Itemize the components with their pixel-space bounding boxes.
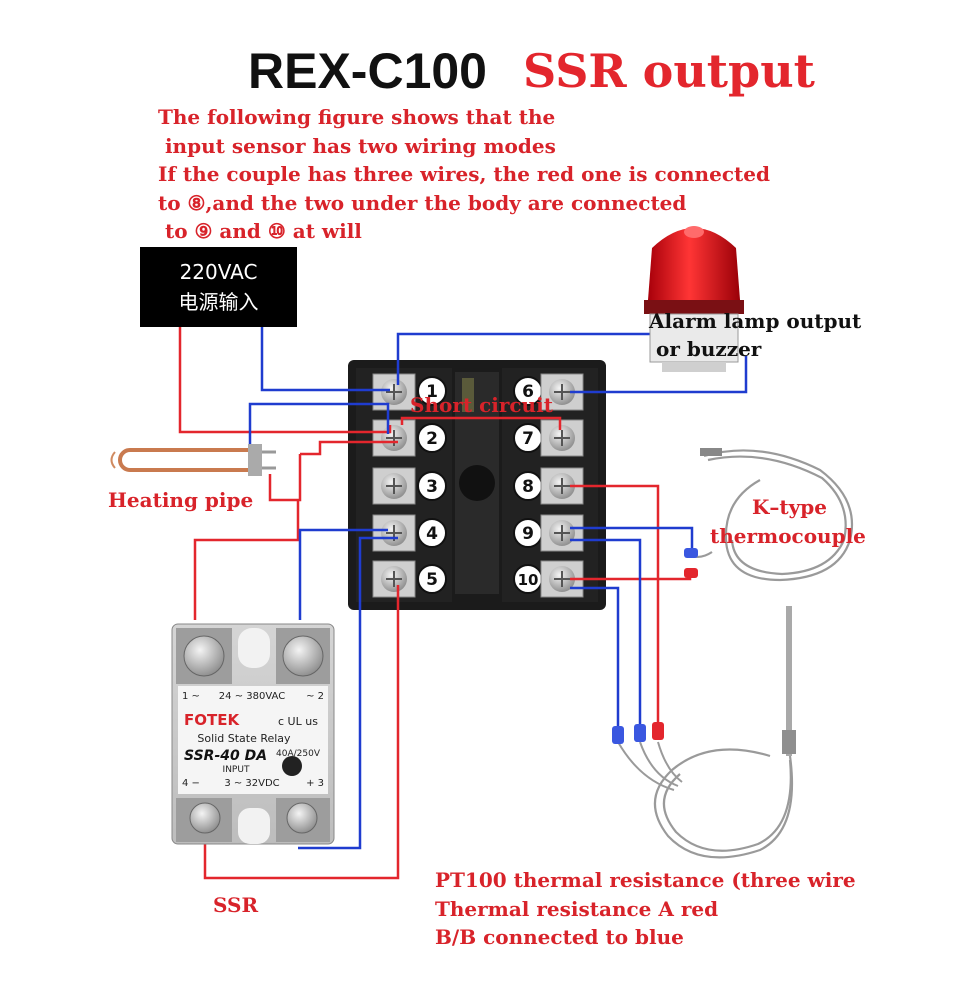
ssr-label: SSR — [213, 893, 259, 917]
k-type-label-line-1: K–type — [752, 495, 827, 519]
pt100-blue-wire-a — [570, 538, 642, 728]
terminal-number-4: 4 — [426, 524, 438, 544]
power-voltage: 220VAC — [179, 260, 258, 284]
pt100-blue-wire-b — [570, 586, 620, 728]
terminal-number-1: 1 — [426, 382, 438, 402]
alarm-return-wire — [570, 356, 748, 394]
ssr-minus-wire — [203, 585, 400, 880]
relay-terminal-1: 1 ~ — [182, 691, 200, 702]
note-line-3: If the couple has three wires, the red o… — [158, 162, 770, 186]
relay-terminal-3: + 3 — [306, 778, 324, 789]
alarm-blue-wire — [396, 332, 660, 385]
alarm-lamp — [644, 226, 744, 372]
pt100-label-line-2: Thermal resistance A red — [435, 897, 719, 921]
relay-rating: 40A/250V — [276, 749, 321, 759]
terminal-6[interactable] — [513, 373, 584, 411]
heater-red-wire — [268, 454, 302, 502]
relay-cert: c UL us — [278, 715, 318, 728]
blue-wires — [248, 327, 748, 850]
left-terminal-block — [372, 373, 447, 598]
terminal-number-9: 9 — [522, 524, 534, 544]
terminal-number-6: 6 — [522, 382, 534, 402]
terminal-number-2: 2 — [426, 429, 438, 449]
short-circuit-label: Short circuit — [410, 393, 553, 417]
terminal-number-3: 3 — [426, 477, 438, 497]
terminal-7[interactable] — [513, 419, 584, 457]
pt100-label-line-3: B/B connected to blue — [435, 925, 684, 949]
relay-dc-range: 3 ~ 32VDC — [224, 778, 279, 789]
alarm-label-line-1: Alarm lamp output — [649, 309, 862, 333]
k-type-thermocouple — [684, 448, 854, 582]
note-line-4: to ⑧,and the two under the body are conn… — [158, 190, 687, 215]
note-line-5: to ⑨ and ⑩ at will — [158, 219, 362, 243]
relay-terminal-2: ~ 2 — [306, 691, 324, 702]
heater-link-wire — [300, 440, 398, 456]
note-line-1: The following figure shows that the — [158, 105, 556, 129]
ssr-relay: 1 ~ 24 ~ 380VAC ~ 2 FOTEK c UL us Solid … — [171, 623, 335, 845]
title-model: REX-C100 — [248, 43, 487, 99]
terminal-number-10: 10 — [518, 571, 539, 589]
pt100-red-wire — [570, 484, 660, 728]
wiring-note: The following figure shows that the inpu… — [158, 103, 770, 246]
alarm-label-line-2: or buzzer — [656, 337, 762, 361]
terminal-4[interactable] — [372, 514, 447, 552]
terminal-3[interactable] — [372, 467, 447, 505]
power-red-wire — [178, 327, 392, 434]
note-line-2: input sensor has two wiring modes — [158, 133, 556, 158]
heater-blue-wire — [248, 402, 390, 450]
ssr-blue-wire — [298, 528, 388, 620]
terminal-1[interactable] — [372, 373, 447, 411]
short-circuit-wire — [400, 416, 562, 430]
relay-input-label: INPUT — [223, 765, 250, 775]
terminal-number-5: 5 — [426, 570, 438, 590]
terminal-8[interactable] — [513, 467, 584, 505]
right-terminal-block — [513, 373, 584, 598]
k-type-label-line-2: thermocouple — [710, 524, 866, 548]
relay-terminal-4: 4 − — [182, 778, 200, 789]
relay-ac-range: 24 ~ 380VAC — [219, 691, 285, 702]
power-blue-wire — [260, 327, 390, 392]
terminal-10[interactable] — [513, 560, 584, 598]
relay-model: SSR-40 DA — [184, 748, 267, 764]
relay-subtitle: Solid State Relay — [197, 732, 291, 745]
ssr-plus-wire — [298, 536, 398, 850]
power-input-box: 220VAC 电源输入 — [140, 247, 297, 327]
terminal-5[interactable] — [372, 560, 447, 598]
ssr-load-wire — [193, 500, 300, 620]
terminal-number-8: 8 — [522, 477, 534, 497]
heating-pipe — [110, 444, 276, 476]
heating-pipe-label: Heating pipe — [108, 488, 254, 512]
pt100-label-line-1: PT100 thermal resistance (three wire — [435, 868, 856, 892]
title-output: SSR output — [523, 44, 815, 98]
relay-brand: FOTEK — [184, 711, 240, 729]
k-blue-wire — [570, 526, 694, 552]
terminal-9[interactable] — [513, 514, 584, 552]
terminal-number-7: 7 — [522, 429, 534, 449]
pt100-sensor — [612, 606, 796, 859]
red-wires — [178, 327, 692, 880]
power-label: 电源输入 — [178, 290, 259, 314]
